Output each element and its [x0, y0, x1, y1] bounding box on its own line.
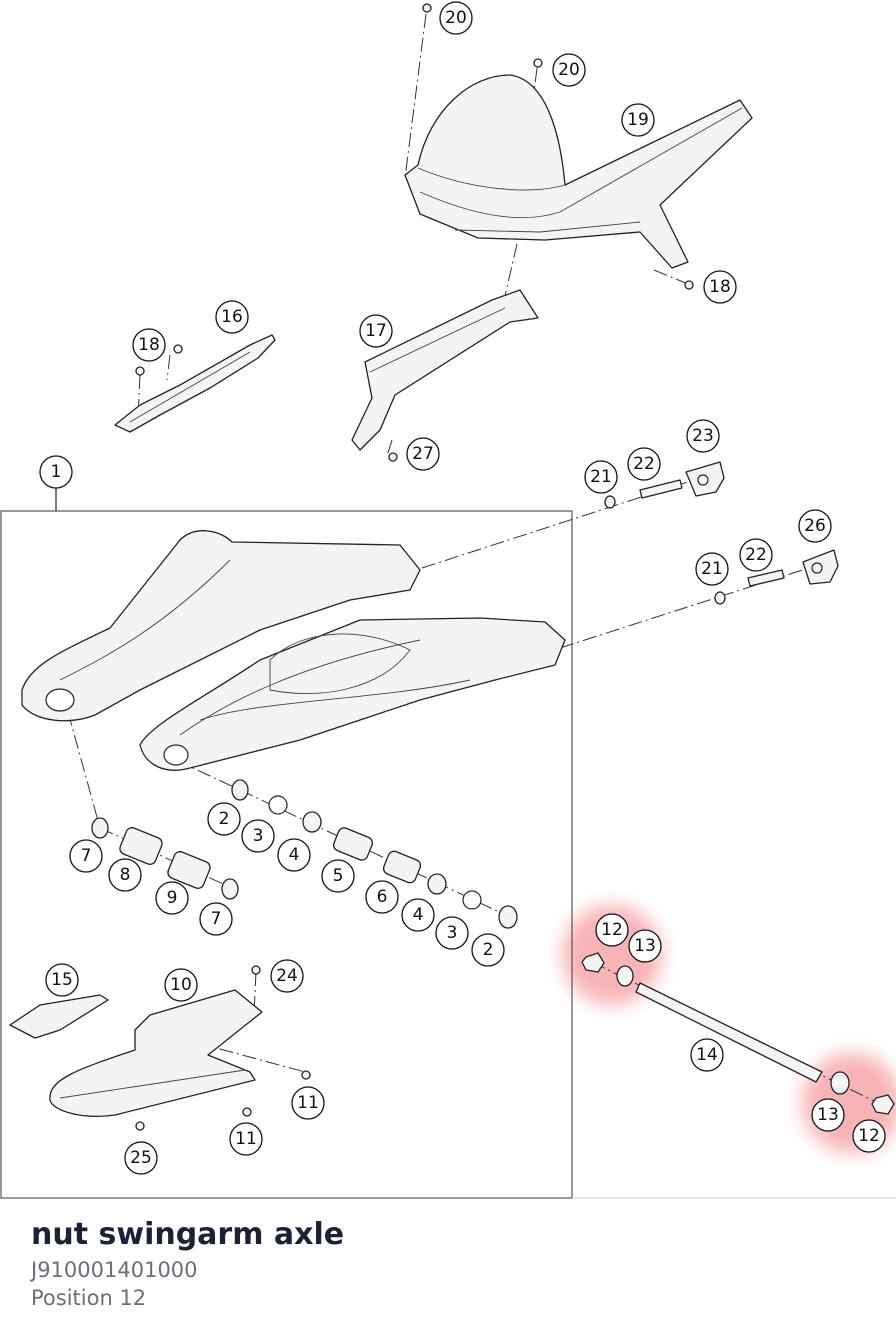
callout-7[interactable]: 7: [69, 839, 103, 873]
callout-label: 11: [235, 1129, 257, 1149]
callout-label: 1: [51, 462, 62, 482]
callout-9[interactable]: 9: [155, 881, 189, 915]
highlight-glow-front: [562, 905, 662, 1005]
callout-label: 13: [817, 1105, 839, 1125]
callout-label: 12: [601, 920, 623, 940]
callout-1[interactable]: 1: [39, 455, 73, 489]
callout-11[interactable]: 11: [291, 1086, 325, 1120]
callout-label: 24: [276, 966, 298, 986]
callout-label: 23: [692, 426, 714, 446]
callout-11[interactable]: 11: [229, 1122, 263, 1156]
callout-label: 7: [81, 846, 92, 866]
pivot-parts: [91, 779, 518, 929]
callout-8[interactable]: 8: [108, 858, 142, 892]
bracket-16: [114, 334, 276, 433]
callout-25[interactable]: 25: [124, 1141, 158, 1175]
callout-3[interactable]: 3: [435, 916, 469, 950]
assembly-frame: [0, 510, 573, 1199]
callout-2[interactable]: 2: [207, 802, 241, 836]
callout-label: 8: [120, 865, 131, 885]
callout-label: 19: [627, 110, 649, 130]
callout-17[interactable]: 17: [359, 314, 393, 348]
callout-label: 7: [211, 909, 222, 929]
callout-13[interactable]: 13: [811, 1098, 845, 1132]
callouts: 1 2 2 3 3 4 4 5 6 7 7 8 9 10 11 11 12 12…: [39, 1, 886, 1175]
callout-20[interactable]: 20: [439, 1, 473, 35]
callout-5[interactable]: 5: [321, 859, 355, 893]
callout-label: 20: [445, 8, 467, 28]
part-position: Position 12: [31, 1286, 147, 1310]
callout-24[interactable]: 24: [270, 959, 304, 993]
callout-label: 3: [253, 826, 264, 846]
callout-label: 20: [558, 60, 580, 80]
callout-12-highlighted[interactable]: 12: [852, 1119, 886, 1153]
callout-4[interactable]: 4: [277, 838, 311, 872]
callout-18[interactable]: 18: [703, 270, 737, 304]
callout-label: 5: [333, 866, 344, 886]
screws: [135, 3, 694, 1131]
callout-label: 25: [130, 1148, 152, 1168]
chain-guard-17: [351, 289, 539, 451]
callout-22[interactable]: 22: [627, 447, 661, 481]
callout-7[interactable]: 7: [199, 902, 233, 936]
part-number: J910001401000: [31, 1258, 198, 1282]
callout-label: 17: [365, 321, 387, 341]
chain-adjusters: [604, 461, 839, 605]
callout-label: 4: [413, 905, 424, 925]
part-name: nut swingarm axle: [31, 1217, 345, 1252]
chain-guard-15: [9, 994, 109, 1039]
callout-label: 22: [745, 545, 767, 565]
callout-15[interactable]: 15: [45, 963, 79, 997]
callout-21[interactable]: 21: [584, 460, 618, 494]
callout-label: 2: [483, 940, 494, 960]
callout-16[interactable]: 16: [215, 300, 249, 334]
callout-23[interactable]: 23: [686, 419, 720, 453]
callout-21[interactable]: 21: [695, 552, 729, 586]
callout-26[interactable]: 26: [798, 509, 832, 543]
callout-label: 10: [170, 975, 192, 995]
exploded-parts-diagram: 1 2 2 3 3 4 4 5 6 7 7 8 9 10 11 11 12 12…: [0, 1, 896, 1199]
callout-18[interactable]: 18: [132, 328, 166, 362]
callout-label: 15: [51, 970, 73, 990]
callout-20[interactable]: 20: [552, 53, 586, 87]
spacer-13-front: [616, 965, 634, 987]
callout-6[interactable]: 6: [365, 880, 399, 914]
callout-label: 22: [633, 454, 655, 474]
callout-label: 14: [696, 1045, 718, 1065]
callout-label: 6: [377, 887, 388, 907]
callout-label: 11: [297, 1093, 319, 1113]
callout-label: 18: [138, 335, 160, 355]
callout-label: 27: [412, 444, 434, 464]
callout-label: 4: [289, 845, 300, 865]
callout-3[interactable]: 3: [241, 819, 275, 853]
callout-14[interactable]: 14: [690, 1038, 724, 1072]
callout-label: 16: [221, 307, 243, 327]
callout-19[interactable]: 19: [621, 103, 655, 137]
callout-label: 9: [167, 888, 178, 908]
callout-27[interactable]: 27: [406, 437, 440, 471]
callout-13[interactable]: 13: [628, 929, 662, 963]
callout-label: 21: [701, 559, 723, 579]
callout-12-highlighted[interactable]: 12: [595, 913, 629, 947]
nut-12-rear: [871, 1094, 895, 1115]
callout-label: 13: [634, 936, 656, 956]
callout-label: 21: [590, 467, 612, 487]
spacer-13-rear: [830, 1071, 850, 1095]
callout-label: 12: [858, 1126, 880, 1146]
callout-label: 3: [447, 923, 458, 943]
part-info-panel: nut swingarm axle J910001401000 Position…: [31, 1214, 344, 1312]
rear-fender-19: [404, 74, 753, 269]
callout-2[interactable]: 2: [471, 933, 505, 967]
callout-4[interactable]: 4: [401, 898, 435, 932]
callout-22[interactable]: 22: [739, 538, 773, 572]
callout-label: 26: [804, 516, 826, 536]
swingarm-axle-14: [581, 952, 895, 1115]
callout-label: 18: [709, 277, 731, 297]
callout-10[interactable]: 10: [164, 968, 198, 1002]
swingarm-1: [21, 530, 566, 771]
nut-12-front: [581, 952, 605, 973]
callout-label: 2: [219, 809, 230, 829]
chain-slider-10: [49, 989, 263, 1117]
